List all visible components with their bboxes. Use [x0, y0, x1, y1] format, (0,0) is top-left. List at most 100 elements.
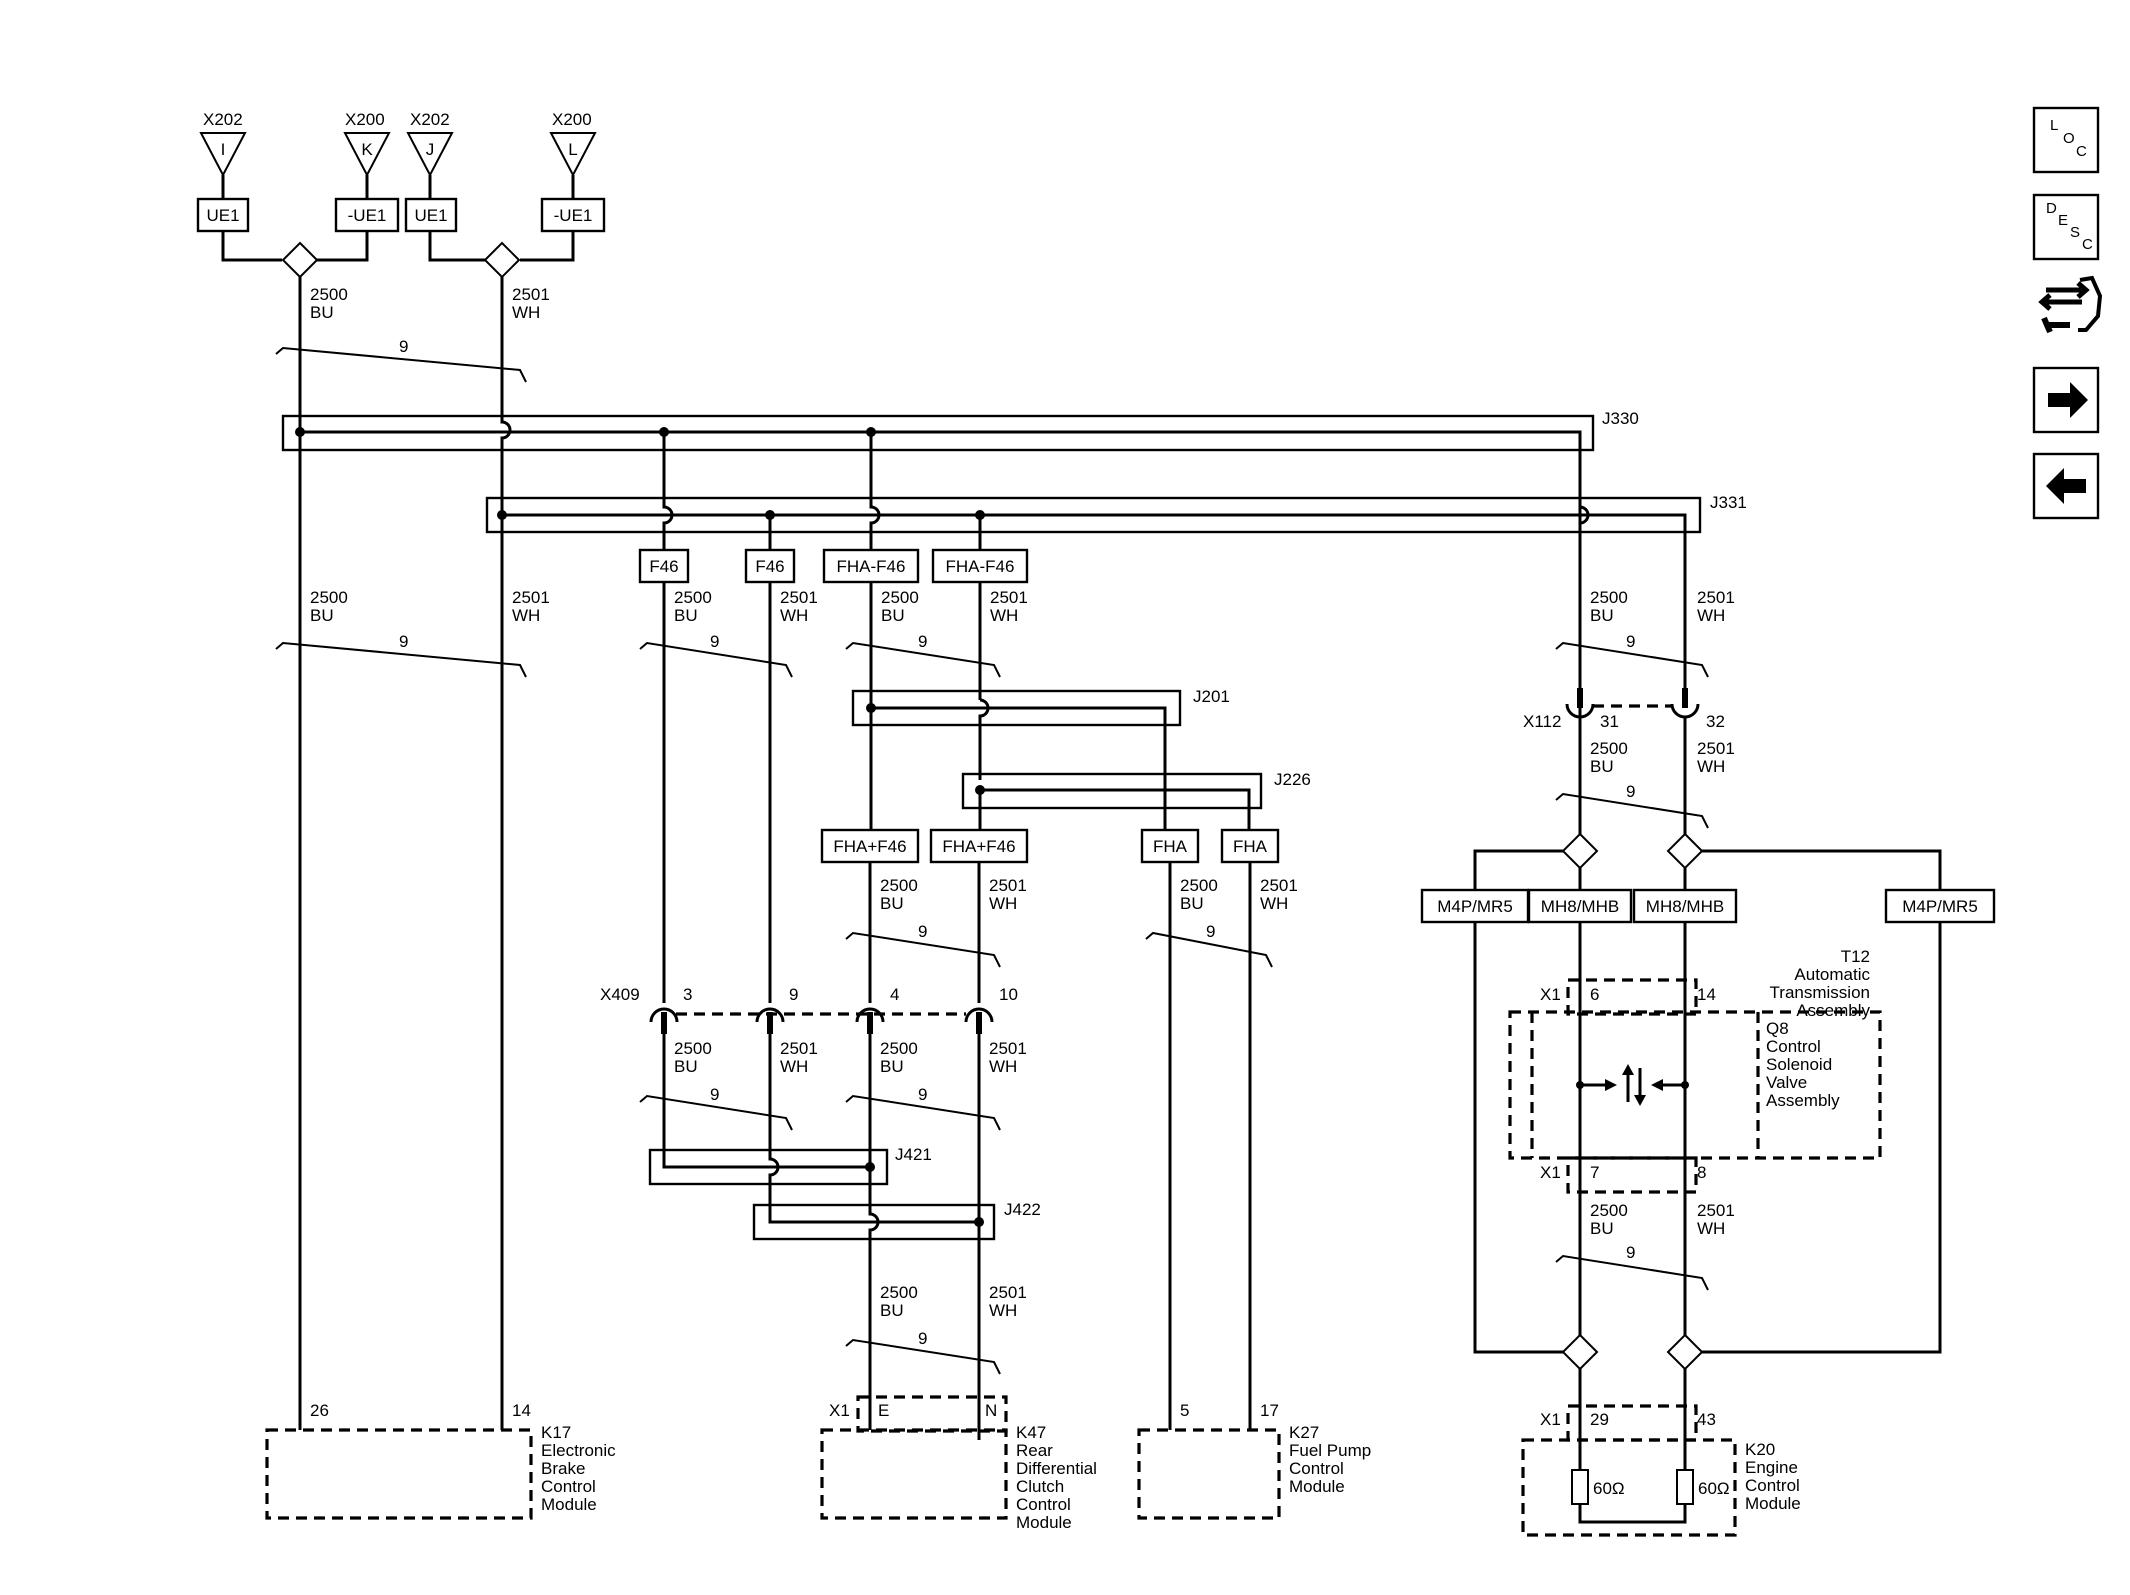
- nav-loc-button[interactable]: L O C: [2032, 106, 2100, 174]
- connector-pin-label: L: [568, 140, 577, 159]
- module-label-line: Control: [1745, 1476, 1800, 1495]
- pin-label: 32: [1706, 712, 1725, 731]
- wire-circuit-label: 2501: [1260, 876, 1298, 895]
- nav-letter: C: [2082, 236, 2093, 253]
- option-label: UE1: [414, 206, 447, 225]
- nav-desc-button[interactable]: D E S C: [2032, 193, 2100, 261]
- option-label: -UE1: [554, 206, 593, 225]
- twisted-pair-mark: [275, 641, 527, 678]
- connector-pin-label: K: [361, 140, 373, 159]
- wire-circuit-label: 2500: [880, 1039, 918, 1058]
- module-label-line: K17: [541, 1423, 571, 1442]
- wire-circuit-label: 2500: [881, 588, 919, 607]
- wire-circuit-label: 2500: [880, 876, 918, 895]
- wire-circuit-label: 2501: [780, 588, 818, 607]
- splice-diamond: [281, 241, 319, 279]
- wire-circuit-label: 2500: [880, 1283, 918, 1302]
- connector-x1-label: X1: [1540, 1163, 1561, 1182]
- pin-label: N: [985, 1401, 997, 1420]
- connector-x200-label: X200: [552, 110, 592, 129]
- module-label-line: Clutch: [1016, 1477, 1064, 1496]
- twisted-pair-mark: [1555, 792, 1709, 829]
- wire-circuit-label: 2500: [310, 588, 348, 607]
- wire-circuit-label: 2501: [1697, 588, 1735, 607]
- wire-color-label: BU: [1180, 894, 1204, 913]
- twist-label: 9: [399, 632, 408, 651]
- t12-transmission: T12 Automatic Transmission Assembly X1 6…: [1508, 922, 1882, 1470]
- resistor-value: 60Ω: [1698, 1479, 1730, 1498]
- twisted-pair-mark: [845, 1338, 1001, 1375]
- module-k47: X1 E N K47 Rear Differential Clutch Cont…: [820, 1395, 1097, 1532]
- pin-label: 29: [1590, 1410, 1609, 1429]
- module-k20: X1 29 43 60Ω 60Ω K20 Engine Control Modu…: [1521, 1404, 1801, 1537]
- junction-label-j226: J226: [1274, 770, 1311, 789]
- wire-circuit-label: 2500: [1590, 1201, 1628, 1220]
- junction-label-j331: J331: [1710, 493, 1747, 512]
- module-label-line: Module: [541, 1495, 597, 1514]
- pin-label: 9: [789, 985, 798, 1004]
- wire-color-label: WH: [990, 606, 1018, 625]
- resistor: [1676, 1469, 1694, 1505]
- pin-label: 14: [1697, 985, 1716, 1004]
- module-label-line: K20: [1745, 1440, 1775, 1459]
- arrow-right-icon[interactable]: [2032, 366, 2100, 434]
- module-label-line: Brake: [541, 1459, 585, 1478]
- j201-bus: J201: [851, 687, 1230, 843]
- option-label: M4P/MR5: [1437, 897, 1513, 916]
- pin-label: 14: [512, 1401, 531, 1420]
- wire-color-label: WH: [989, 1057, 1017, 1076]
- wire-color-label: BU: [674, 606, 698, 625]
- nav-letter: C: [2076, 143, 2087, 160]
- module-label-line: K47: [1016, 1423, 1046, 1442]
- arrow-left-icon[interactable]: [2032, 452, 2100, 520]
- wire-circuit-label: 2501: [989, 1039, 1027, 1058]
- splice-diamond: [1561, 832, 1599, 870]
- twist-label: 9: [1626, 1243, 1635, 1262]
- module-label-line: K27: [1289, 1423, 1319, 1442]
- connector-pin-symbol: [199, 132, 247, 178]
- wire-circuit-label: 2501: [989, 876, 1027, 895]
- nav-letter: L: [2050, 117, 2058, 134]
- wire-color-label: WH: [989, 1301, 1017, 1320]
- splice-diamond: [1666, 1333, 1704, 1371]
- nav-letter: E: [2058, 212, 2068, 229]
- pin-label: 6: [1590, 985, 1599, 1004]
- option-label: UE1: [206, 206, 239, 225]
- twist-label: 9: [918, 632, 927, 651]
- pin-label: 26: [310, 1401, 329, 1420]
- wire-circuit-label: 2500: [674, 1039, 712, 1058]
- twist-label: 9: [710, 632, 719, 651]
- pin-label: 7: [1590, 1163, 1599, 1182]
- wire-color-label: BU: [674, 1057, 698, 1076]
- wire-color-label: WH: [512, 606, 540, 625]
- wire-circuit-label: 2501: [512, 285, 550, 304]
- connector-pin-label: I: [221, 140, 226, 159]
- wire-color-label: WH: [1697, 606, 1725, 625]
- twisted-pair-mark: [1145, 931, 1273, 968]
- pin-label: 31: [1600, 712, 1619, 731]
- wire-color-label: BU: [880, 894, 904, 913]
- module-label-line: Assembly: [1796, 1001, 1870, 1020]
- module-label-line: Automatic: [1794, 965, 1870, 984]
- module-label-line: Engine: [1745, 1458, 1798, 1477]
- twisted-pair-mark: [639, 641, 793, 678]
- module-label-line: Module: [1289, 1477, 1345, 1496]
- connector-tool-icon[interactable]: [2038, 275, 2103, 334]
- twisted-pair-mark: [845, 931, 1001, 968]
- module-label-line: Valve: [1766, 1073, 1807, 1092]
- connector-x1-label: X1: [1540, 1410, 1561, 1429]
- option-row-2: FHA+F46 FHA+F46 FHA FHA 2500 BU 2501 WH …: [820, 828, 1298, 1430]
- j421-j422-bus: J421 J422 2500 BU 2501 WH 9: [648, 1145, 1041, 1430]
- module-label-line: T12: [1841, 947, 1870, 966]
- wire-color-label: WH: [780, 1057, 808, 1076]
- twisted-pair-mark: [1555, 641, 1709, 678]
- splice-diamond: [1561, 1333, 1599, 1371]
- option-label: MH8/MHB: [1646, 897, 1724, 916]
- junction-label-j201: J201: [1193, 687, 1230, 706]
- connector-x1-label: X1: [829, 1401, 850, 1420]
- pin-label: 10: [999, 985, 1018, 1004]
- wire-circuit-label: 2501: [990, 588, 1028, 607]
- module-label-line: Fuel Pump: [1289, 1441, 1371, 1460]
- wire-circuit-label: 2500: [674, 588, 712, 607]
